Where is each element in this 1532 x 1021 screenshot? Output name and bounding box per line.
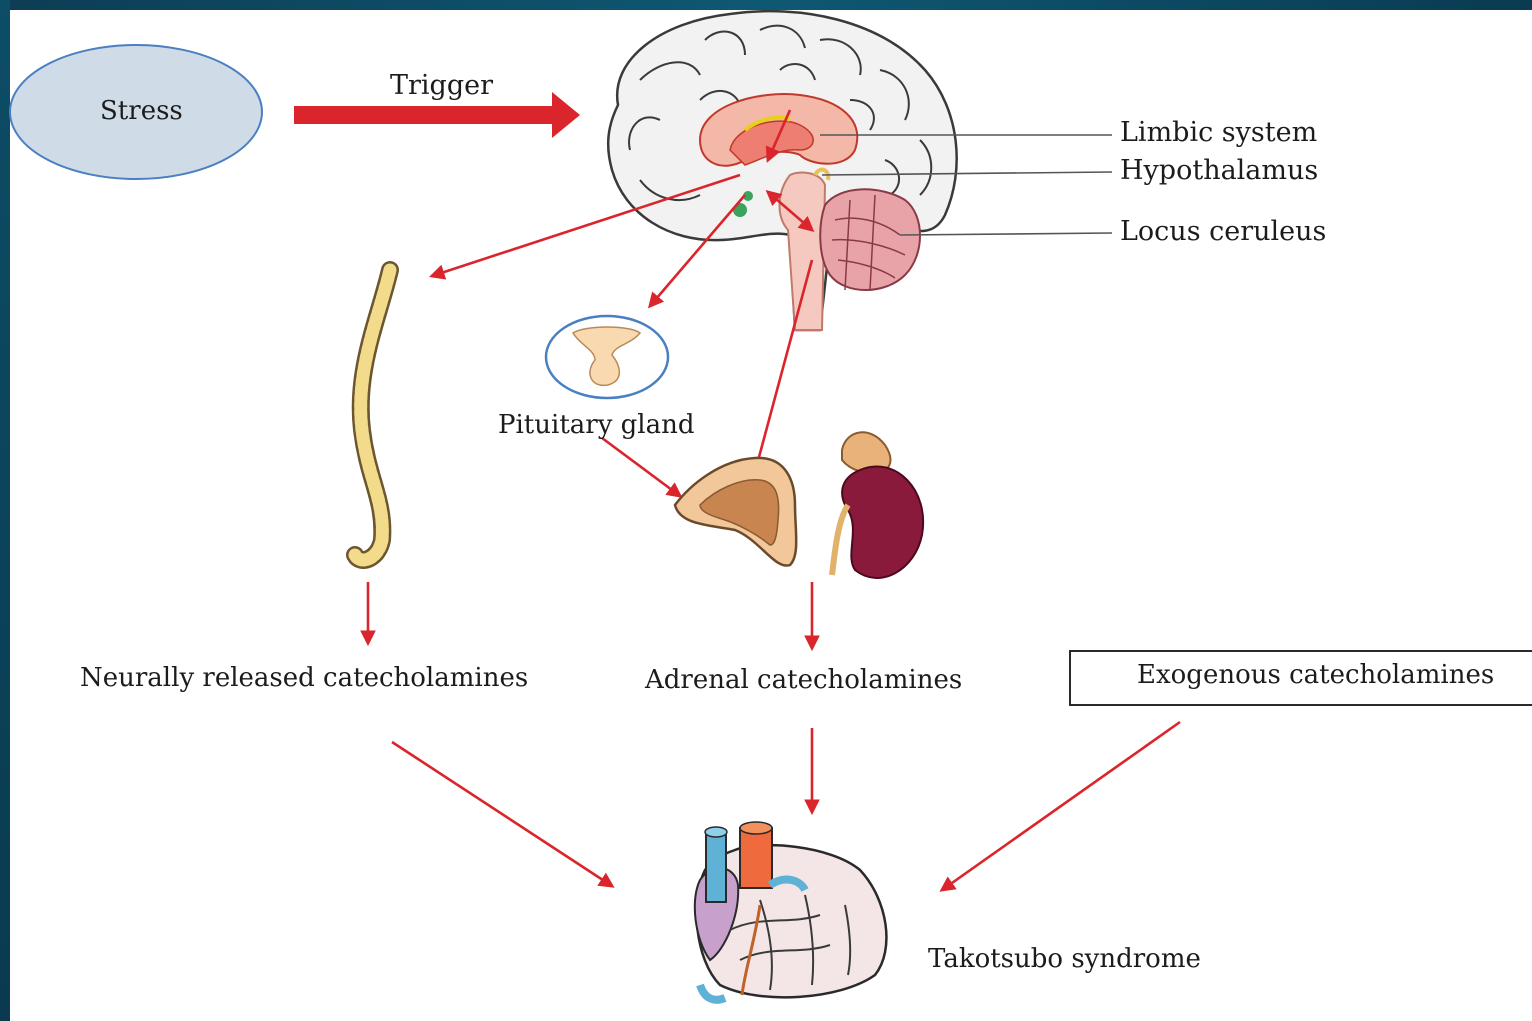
pituitary-gland-label: Pituitary gland: [498, 410, 695, 440]
down-arrows: [368, 582, 812, 812]
spine-illustration: [355, 270, 390, 560]
heart-illustration: [695, 822, 887, 1000]
brain-illustration: [608, 11, 957, 330]
takotsubo-syndrome-label: Takotsubo syndrome: [928, 944, 1201, 974]
limbic-system-label: Limbic system: [1120, 117, 1317, 148]
exogenous-catecholamines-label: Exogenous catecholamines: [1137, 660, 1494, 690]
locus-ceruleus-label: Locus ceruleus: [1120, 216, 1326, 247]
hypothalamus-label: Hypothalamus: [1120, 155, 1318, 186]
trigger-label: Trigger: [390, 70, 493, 101]
neurally-released-catecholamines-label: Neurally released catecholamines: [80, 663, 528, 693]
adrenal-gland-illustration: [675, 458, 796, 566]
kidney-illustration: [832, 432, 923, 578]
adrenal-catecholamines-label: Adrenal catecholamines: [645, 665, 962, 695]
pituitary-adrenal-arrow: [602, 438, 680, 496]
stress-label: Stress: [100, 96, 183, 126]
pituitary-illustration: [546, 316, 668, 398]
